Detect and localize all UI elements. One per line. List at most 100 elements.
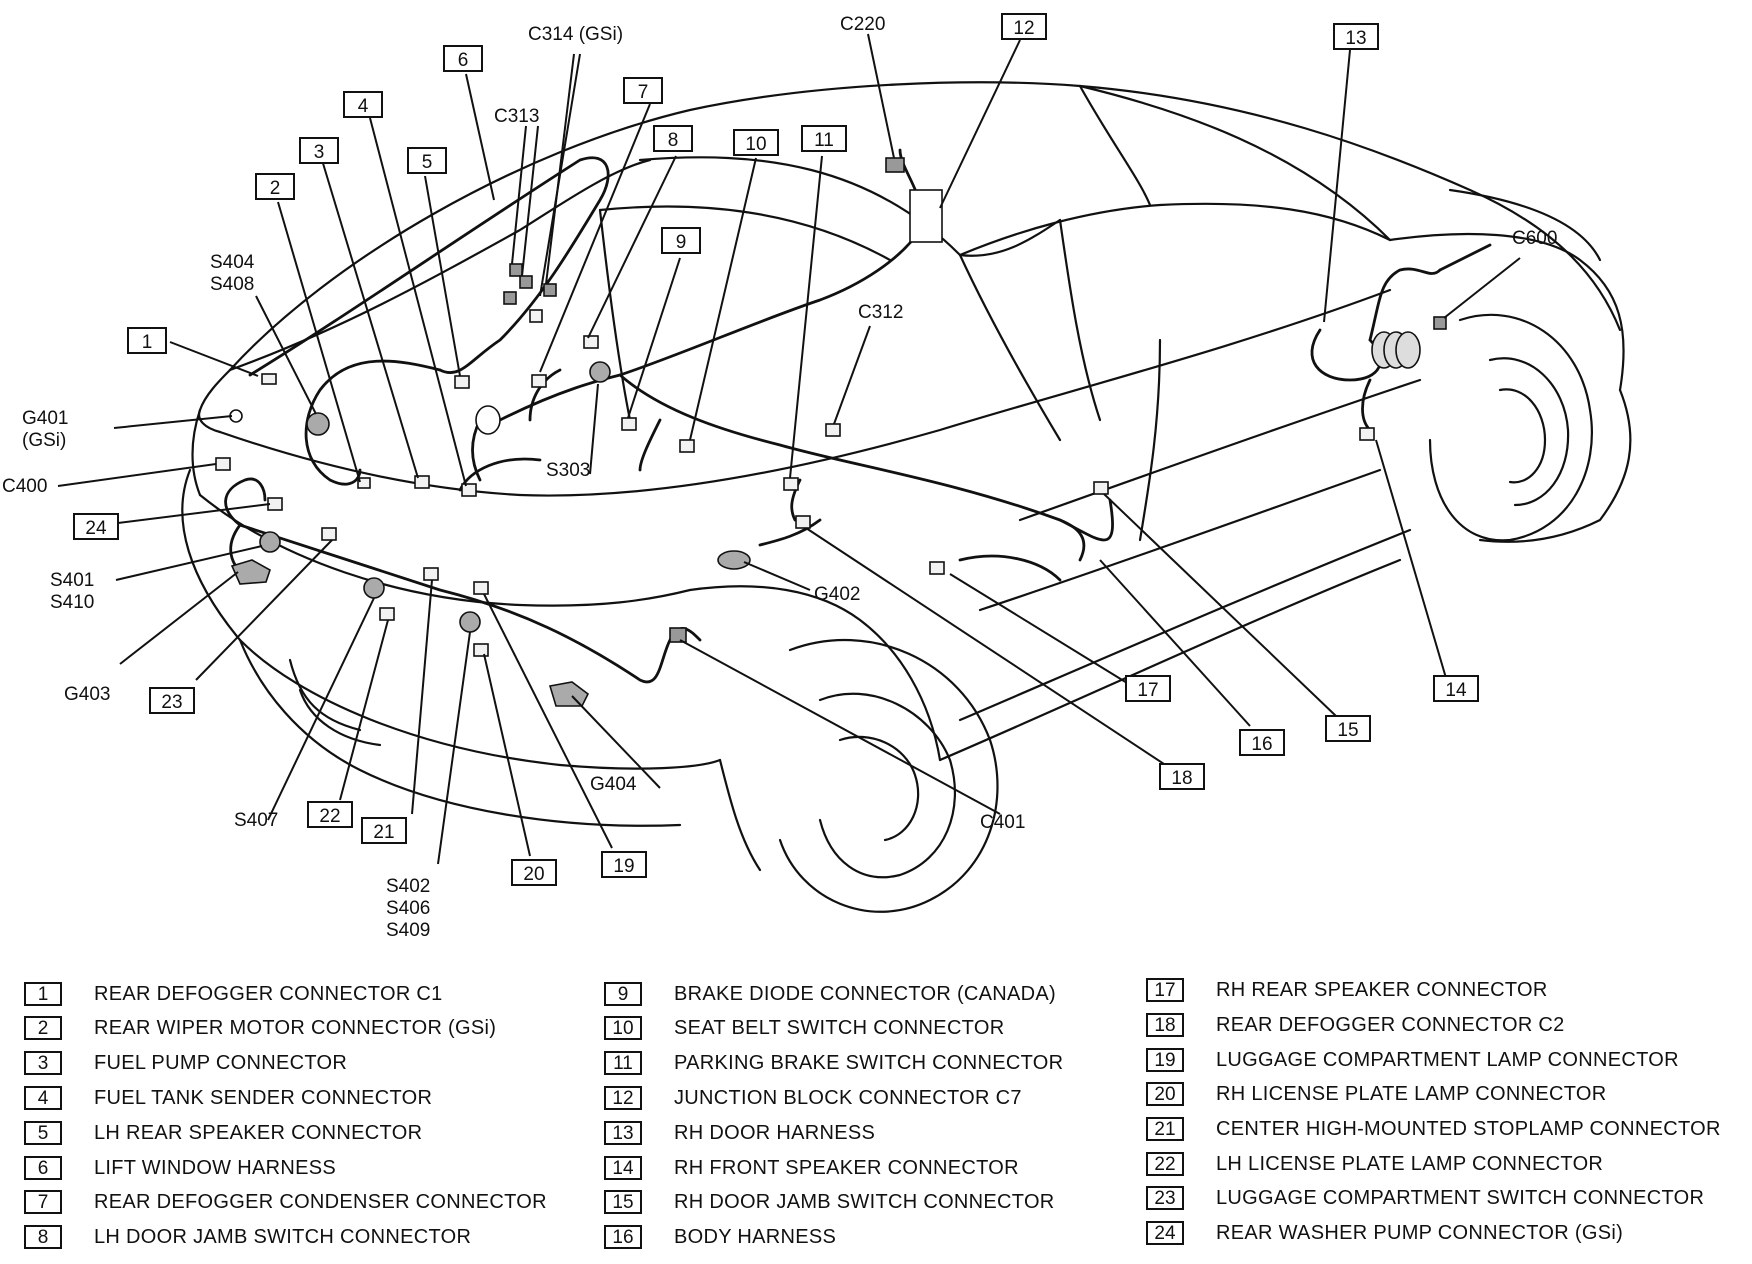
callout-1: 1 <box>127 327 167 354</box>
legend-label: BODY HARNESS <box>674 1226 837 1248</box>
legend-number: 14 <box>604 1156 642 1180</box>
connector-misc <box>529 309 543 323</box>
label-s407: S407 <box>234 810 278 831</box>
svg-text:12: 12 <box>1013 18 1034 39</box>
svg-text:24: 24 <box>85 518 107 539</box>
callout-15: 15 <box>1325 715 1371 742</box>
label-s303: S303 <box>546 460 590 481</box>
svg-text:5: 5 <box>422 152 433 173</box>
callout-23: 23 <box>149 687 195 714</box>
callout-12: 12 <box>1001 13 1047 40</box>
label-s408: S408 <box>210 274 254 295</box>
svg-text:19: 19 <box>613 856 634 877</box>
label-c313: C313 <box>494 106 539 127</box>
legend-number: 1 <box>24 982 62 1006</box>
svg-text:1: 1 <box>142 332 153 353</box>
connector-c600 <box>1433 316 1447 330</box>
svg-text:17: 17 <box>1137 680 1158 701</box>
leader-lines <box>57 33 1521 865</box>
legend-number: 20 <box>1146 1082 1184 1106</box>
ground-g403 <box>230 559 271 585</box>
label-g402: G402 <box>814 584 860 605</box>
connector-fuel-tank-sender <box>461 483 477 497</box>
splice-s401 <box>259 531 281 553</box>
legend-number: 19 <box>1146 1048 1184 1072</box>
splice-s404 <box>306 412 330 436</box>
label-s402: S402 <box>386 876 430 897</box>
connector-chmsl <box>423 567 439 581</box>
legend-label: SEAT BELT SWITCH CONNECTOR <box>674 1017 1005 1039</box>
callout-10: 10 <box>733 129 779 156</box>
callout-boxes: 1 2 3 4 5 6 7 8 9 10 11 12 13 14 15 16 1… <box>73 13 1479 886</box>
callout-18: 18 <box>1159 763 1205 790</box>
callout-13: 13 <box>1333 23 1379 50</box>
connector-brake-diode <box>621 417 637 431</box>
svg-text:15: 15 <box>1337 720 1358 741</box>
ground-g404 <box>548 681 590 707</box>
legend-label: CENTER HIGH-MOUNTED STOPLAMP CONNECTOR <box>1216 1118 1721 1140</box>
callout-11: 11 <box>801 125 847 152</box>
junction-block <box>909 189 943 243</box>
legend-number: 18 <box>1146 1013 1184 1037</box>
legend-label: REAR WIPER MOTOR CONNECTOR (GSi) <box>94 1017 497 1039</box>
label-s401: S401 <box>50 570 94 591</box>
callout-3: 3 <box>299 137 339 164</box>
legend-number: 21 <box>1146 1117 1184 1141</box>
legend-number: 2 <box>24 1016 62 1040</box>
svg-text:22: 22 <box>319 806 340 827</box>
callout-7: 7 <box>623 77 663 104</box>
legend-label: RH LICENSE PLATE LAMP CONNECTOR <box>1216 1083 1607 1105</box>
legend-label: RH DOOR JAMB SWITCH CONNECTOR <box>674 1191 1055 1213</box>
connector-rh-door-jamb <box>1093 481 1109 495</box>
connector-c314-a <box>509 263 523 277</box>
label-s410: S410 <box>50 592 94 613</box>
connector-c312 <box>825 423 841 437</box>
callout-14: 14 <box>1433 675 1479 702</box>
svg-text:20: 20 <box>523 864 544 885</box>
callout-22: 22 <box>307 801 353 828</box>
connector-seat-belt <box>679 439 695 453</box>
legend-number: 22 <box>1146 1152 1184 1176</box>
legend-label: REAR DEFOGGER CONDENSER CONNECTOR <box>94 1191 547 1213</box>
svg-text:10: 10 <box>745 134 766 155</box>
svg-text:4: 4 <box>358 96 369 117</box>
legend-number: 9 <box>604 982 642 1006</box>
legend-number: 3 <box>24 1051 62 1075</box>
callout-9: 9 <box>661 227 701 254</box>
svg-text:13: 13 <box>1345 28 1366 49</box>
fuel-pump-ring <box>475 405 501 435</box>
svg-text:14: 14 <box>1445 680 1467 701</box>
legend-label: RH REAR SPEAKER CONNECTOR <box>1216 979 1548 1001</box>
legend-number: 4 <box>24 1086 62 1110</box>
connector-defogger-condenser <box>531 374 547 388</box>
legend-label: LH DOOR JAMB SWITCH CONNECTOR <box>94 1226 472 1248</box>
callout-24: 24 <box>73 513 119 540</box>
legend-number: 10 <box>604 1016 642 1040</box>
connector-rh-license <box>473 643 489 657</box>
legend-number: 11 <box>604 1051 642 1075</box>
legend-label: LH REAR SPEAKER CONNECTOR <box>94 1122 423 1144</box>
label-g404: G404 <box>590 774 637 795</box>
svg-text:23: 23 <box>161 692 182 713</box>
legend-label: BRAKE DIODE CONNECTOR (CANADA) <box>674 983 1057 1005</box>
splice-s303 <box>589 361 611 383</box>
svg-text:21: 21 <box>373 822 394 843</box>
legend-label: JUNCTION BLOCK CONNECTOR C7 <box>674 1087 1022 1109</box>
legend-label: REAR DEFOGGER CONNECTOR C2 <box>1216 1014 1565 1036</box>
label-c314: C314 (GSi) <box>528 24 623 45</box>
callout-4: 4 <box>343 91 383 118</box>
connector-c2 <box>795 515 811 529</box>
connector-lugg-switch <box>321 527 337 541</box>
svg-text:7: 7 <box>638 82 649 103</box>
rh-speaker <box>1371 331 1421 369</box>
legend-number: 13 <box>604 1121 642 1145</box>
svg-text:8: 8 <box>668 130 679 151</box>
legend-label: RH FRONT SPEAKER CONNECTOR <box>674 1157 1019 1179</box>
label-c400: C400 <box>2 476 47 497</box>
legend-label: REAR WASHER PUMP CONNECTOR (GSi) <box>1216 1222 1624 1244</box>
connector-c1 <box>261 373 277 385</box>
connector-rh-front-speaker <box>1359 427 1375 441</box>
legend-label: LH LICENSE PLATE LAMP CONNECTOR <box>1216 1153 1604 1175</box>
splice-s407 <box>363 577 385 599</box>
legend-label: LIFT WINDOW HARNESS <box>94 1157 337 1179</box>
